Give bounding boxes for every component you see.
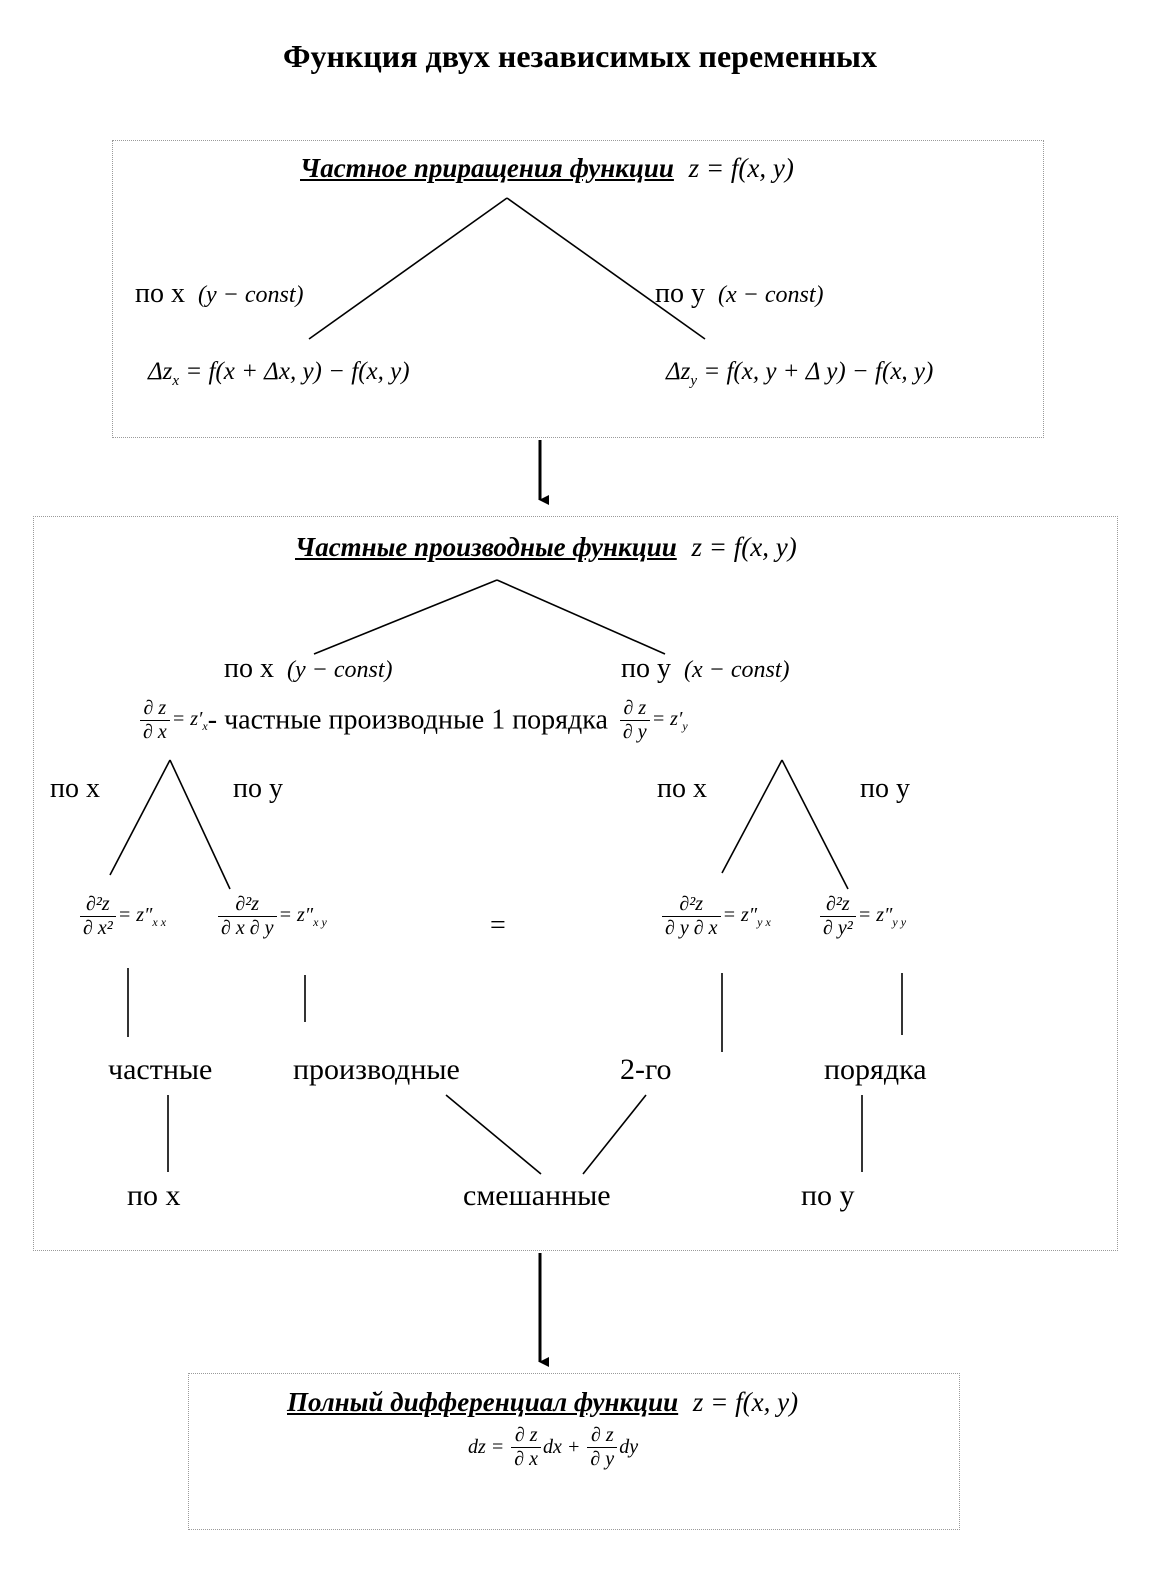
d2z-dxdy-eq: = z″x y (278, 903, 327, 929)
d2z-dydx-eq: = z″y x (722, 903, 771, 929)
increment-by-x: по x (y − const) (135, 278, 303, 310)
d2z-dy2-eq-text: = z″ (857, 903, 893, 926)
word-by-y: по y (801, 1179, 855, 1212)
d2z-dx2: ∂²z ∂ x² = z″x x (78, 893, 166, 940)
increment-by-y-cond: (x − const) (717, 282, 824, 308)
delta-zy-rhs: = f(x, y + Δ y) − f(x, y) (703, 358, 934, 385)
d2z-dxdy-eq-text: = z″ (278, 903, 314, 926)
increment-box (112, 140, 1044, 438)
differential-frac2-num: ∂ z (587, 1424, 618, 1448)
differential-heading: Полный дифференциал функции (287, 1387, 679, 1417)
d2z-dx2-eq: = z″x x (117, 903, 167, 929)
d2z-dydx: ∂²z ∂ y ∂ x = z″y x (660, 893, 771, 940)
delta-zy-symbol: Δz (666, 358, 691, 385)
derivatives-heading-line: Частные производные функции z = f(x, y) (295, 532, 797, 563)
word-second: 2-го (620, 1053, 672, 1086)
d2z-dydx-num: ∂²z (662, 893, 721, 917)
d2z-dy2-fraction: ∂²z ∂ y² (820, 893, 856, 940)
mixed-equals-sign: = (490, 910, 506, 941)
differential-dy: dy (619, 1436, 639, 1458)
differential-frac1-num: ∂ z (511, 1424, 542, 1448)
increment-by-y-label: по y (655, 278, 705, 309)
first-order-row: ∂ z ∂ x = z′x- частные производные 1 пор… (138, 697, 688, 744)
derivatives-heading: Частные производные функции (295, 532, 677, 562)
differential-frac1-den: ∂ x (514, 1448, 539, 1470)
derivatives-by-y: по y (x − const) (621, 653, 789, 685)
differential-dx: dx + (543, 1436, 581, 1458)
delta-zx-symbol: Δz (148, 358, 173, 385)
differential-heading-line: Полный дифференциал функции z = f(x, y) (287, 1387, 798, 1418)
delta-zx-sub: x (172, 373, 180, 389)
d2z-dxdy-num: ∂²z (218, 893, 277, 917)
word-order: порядка (824, 1053, 927, 1086)
d2z-dx2-eq-text: = z″ (117, 903, 153, 926)
differential-frac2-den: ∂ y (590, 1448, 615, 1470)
dz-dy-num: ∂ z (619, 697, 650, 721)
d2z-dxdy-den: ∂ x ∂ y (221, 917, 274, 939)
dz-dy-eq-text: = z′ (651, 707, 683, 730)
differential-box (188, 1373, 960, 1530)
delta-zy-sub: y (690, 373, 698, 389)
dz-dy-fraction: ∂ z ∂ y (619, 697, 650, 744)
delta-zx-rhs: = f(x + Δx, y) − f(x, y) (185, 358, 410, 385)
d2z-dy2-den: ∂ y² (823, 917, 853, 939)
increment-heading: Частное приращения функции (300, 153, 674, 183)
d2z-dxdy-sub: x y (313, 914, 327, 929)
dz-dx-eq-text: = z′ (171, 707, 203, 730)
differential-func: z = f(x, y) (692, 1387, 799, 1417)
branch-right-by-x: по x (657, 773, 707, 804)
d2z-dydx-den: ∂ y ∂ x (665, 917, 718, 939)
d2z-dx2-num: ∂²z (80, 893, 116, 917)
dz-dx-num: ∂ z (140, 697, 170, 721)
delta-zy-formula: Δzy = f(x, y + Δ y) − f(x, y) (666, 358, 933, 390)
dz-dx-sub: x (202, 718, 208, 733)
differential-lhs: dz = (468, 1436, 505, 1458)
d2z-dy2-sub: y y (892, 914, 907, 929)
branch-left-by-y: по y (233, 773, 283, 804)
word-derivatives: производные (293, 1053, 460, 1086)
word-by-x: по x (127, 1179, 181, 1212)
increment-by-x-cond: (y − const) (197, 282, 304, 308)
dz-dx-den: ∂ x (143, 721, 167, 743)
word-partial: частные (108, 1053, 213, 1086)
d2z-dydx-sub: y x (757, 914, 771, 929)
d2z-dx2-den: ∂ x² (83, 917, 113, 939)
d2z-dx2-sub: x x (152, 914, 167, 929)
delta-zx-formula: Δzx = f(x + Δx, y) − f(x, y) (148, 358, 410, 390)
d2z-dydx-fraction: ∂²z ∂ y ∂ x (662, 893, 721, 940)
derivatives-by-y-label: по y (621, 653, 671, 684)
d2z-dx2-fraction: ∂²z ∂ x² (80, 893, 116, 940)
increment-func: z = f(x, y) (688, 153, 794, 183)
word-mixed: смешанные (463, 1179, 611, 1212)
differential-frac2: ∂ z ∂ y (587, 1424, 618, 1471)
dz-dx-fraction: ∂ z ∂ x (140, 697, 170, 744)
d2z-dxdy: ∂²z ∂ x ∂ y = z″x y (216, 893, 327, 940)
branch-right-by-y: по y (860, 773, 910, 804)
differential-frac1: ∂ z ∂ x (511, 1424, 542, 1471)
increment-by-y: по y (x − const) (655, 278, 823, 310)
dz-dy-sub: y (682, 718, 688, 733)
branch-left-by-x: по x (50, 773, 100, 804)
dz-dy-den: ∂ y (622, 721, 647, 743)
derivatives-by-x: по x (y − const) (224, 653, 392, 685)
d2z-dxdy-fraction: ∂²z ∂ x ∂ y (218, 893, 277, 940)
derivatives-by-x-cond: (y − const) (286, 657, 393, 683)
derivatives-func: z = f(x, y) (691, 532, 797, 562)
d2z-dydx-eq-text: = z″ (722, 903, 758, 926)
derivatives-by-y-cond: (x − const) (683, 657, 790, 683)
differential-formula: dz = ∂ z ∂ x dx + ∂ z ∂ y dy (468, 1424, 638, 1471)
derivatives-box (33, 516, 1118, 1251)
dz-dx-eq: = z′x (171, 707, 208, 733)
d2z-dy2-num: ∂²z (820, 893, 856, 917)
increment-heading-line: Частное приращения функции z = f(x, y) (300, 153, 794, 184)
derivatives-by-x-label: по x (224, 653, 274, 684)
increment-by-x-label: по x (135, 278, 185, 309)
page-title: Функция двух независимых переменных (282, 38, 878, 74)
d2z-dy2: ∂²z ∂ y² = z″y y (818, 893, 906, 940)
first-order-text: - частные производные 1 порядка (207, 704, 608, 736)
d2z-dy2-eq: = z″y y (857, 903, 907, 929)
dz-dy-eq: = z′y (651, 707, 688, 733)
